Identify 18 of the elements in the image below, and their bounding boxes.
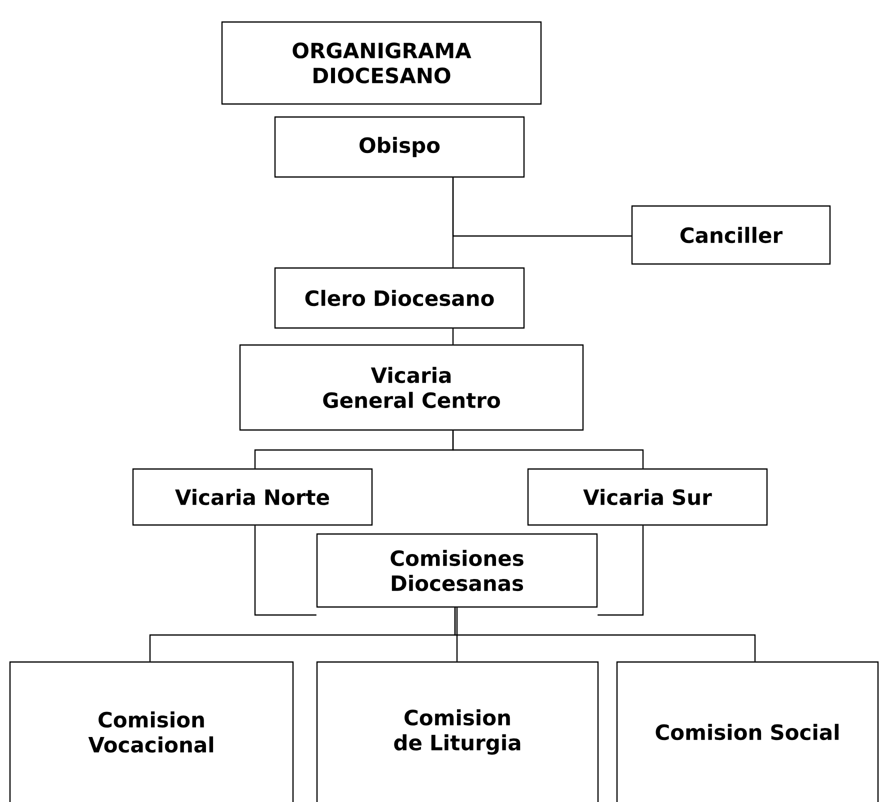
org-box: Vicaria Norte [132, 468, 373, 526]
org-box: Obispo [274, 116, 525, 178]
org-box: Vicaria General Centro [239, 344, 584, 431]
connector-line [452, 328, 454, 344]
connector-line [598, 526, 644, 616]
connector-line [452, 430, 644, 468]
title-box: ORGANIGRAMA DIOCESANO [221, 21, 542, 105]
org-box: Comision Vocacional [9, 661, 294, 802]
connector-line [254, 526, 316, 616]
org-box: Clero Diocesano [274, 267, 525, 329]
org-box: Vicaria Sur [527, 468, 768, 526]
org-box: Comisiones Diocesanas [316, 533, 598, 608]
org-box: Comision de Liturgia [316, 661, 599, 802]
connector-line [454, 608, 756, 662]
connector-line [452, 178, 632, 237]
connector-line [456, 608, 458, 662]
org-box: Canciller [631, 205, 831, 265]
org-box: Comision Social [616, 661, 879, 802]
